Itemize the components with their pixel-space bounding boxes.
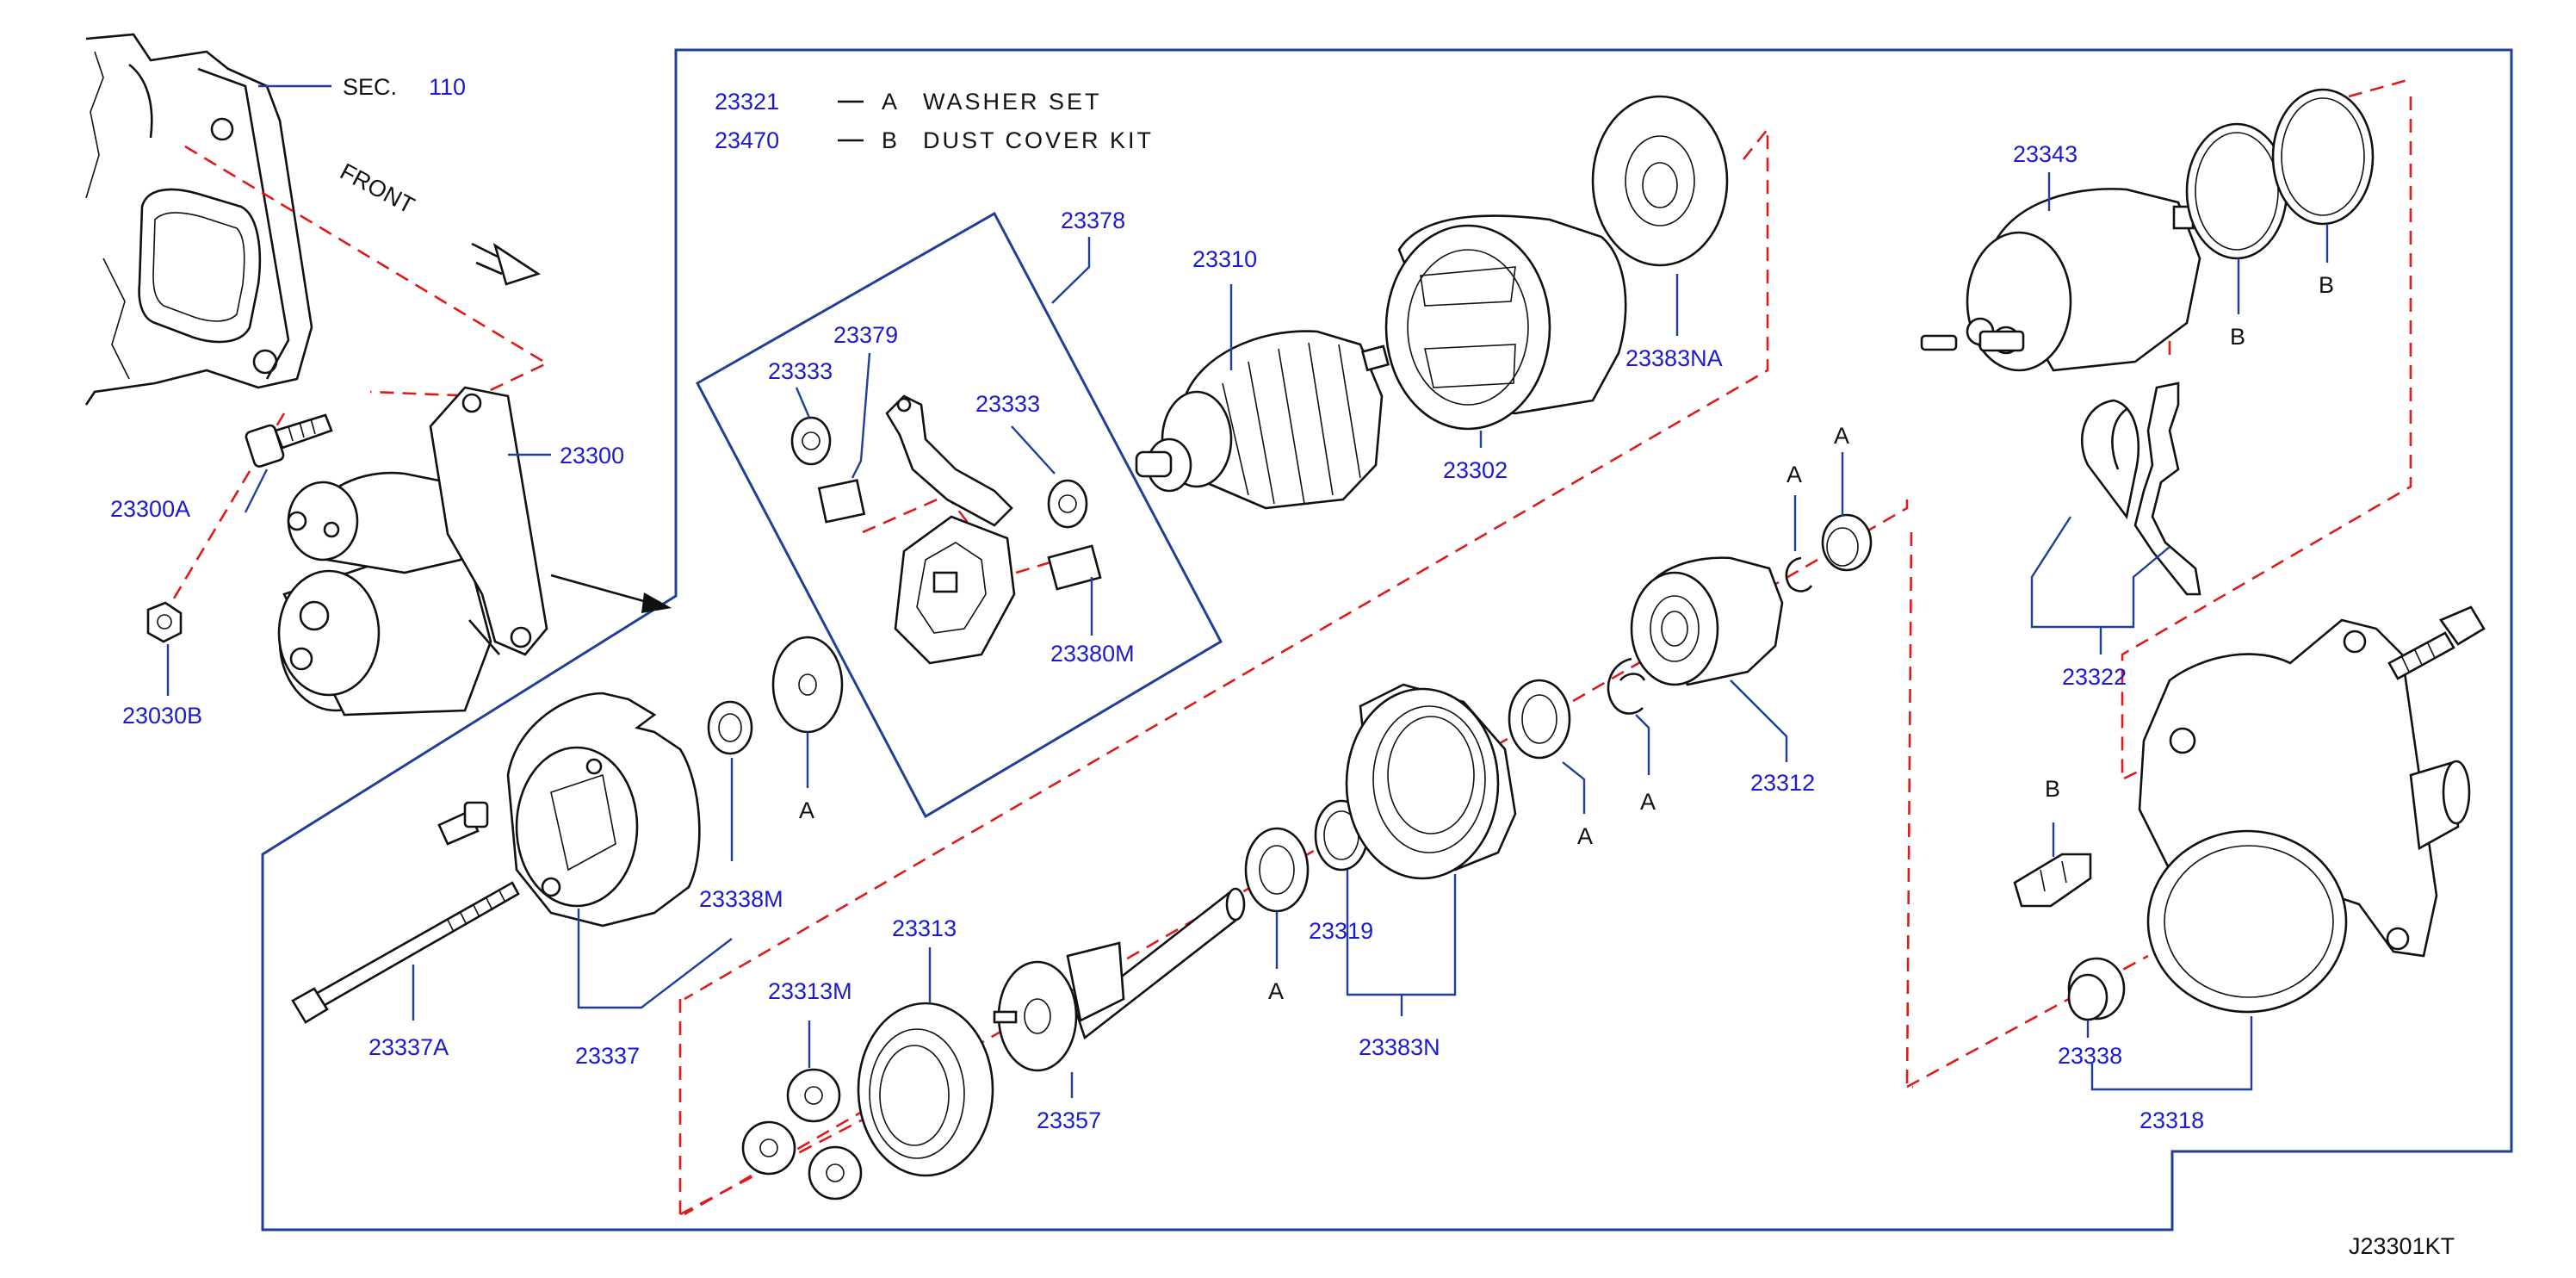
callout-23322: 23322 <box>2062 664 2127 690</box>
bolt-right-drawing <box>2387 605 2486 680</box>
callout-23313: 23313 <box>892 915 957 941</box>
callout-23337-leader <box>577 909 733 1009</box>
callout-23302: 23302 <box>1443 457 1508 483</box>
kit-b-letter: B <box>882 127 897 153</box>
brush-holder-drawing <box>790 394 1102 665</box>
gasket-23383na-drawing <box>1591 95 1729 267</box>
callout-23380m: 23380M <box>1050 641 1135 667</box>
callout-23318-leader <box>2090 1016 2253 1091</box>
diagram-code: J23301KT <box>2349 1233 2455 1259</box>
front-arrow-icon <box>471 242 541 286</box>
washer-drawing-3 <box>1508 679 1571 760</box>
callout-23030b: 23030B <box>122 703 202 729</box>
nut-23030b-drawing <box>146 601 183 643</box>
yoke-drawing <box>1384 214 1627 431</box>
planet-gears-drawing <box>741 1068 863 1200</box>
callout-23383n: 23383N <box>1359 1034 1440 1060</box>
washer-drawing-2 <box>1244 827 1310 913</box>
o-ring-outer <box>2271 88 2375 226</box>
kit-legend: 23321 A WASHER SET 23470 B DUST COVER KI… <box>715 89 1154 153</box>
callout-23383n-leader <box>1346 870 1457 1016</box>
solenoid-drawing <box>1920 188 2201 372</box>
marker-b-1: B <box>2230 324 2245 350</box>
bolt-23300a-drawing <box>245 413 333 468</box>
callout-23337a: 23337A <box>368 1034 449 1060</box>
stop-ring-drawing <box>1785 556 1813 592</box>
callout-23333a-leader <box>795 387 811 419</box>
a-leader-3 <box>1562 761 1586 814</box>
o-ring-inner <box>2185 122 2288 260</box>
callout-23379-leader <box>851 352 871 479</box>
marker-b-2: B <box>2319 272 2334 298</box>
callout-23300a-leader <box>244 468 269 513</box>
callout-23343: 23343 <box>2013 141 2078 167</box>
bushing-23338-drawing <box>2067 957 2126 1021</box>
dust-cover-drawing <box>2013 853 2092 908</box>
callout-23338m: 23338M <box>699 886 783 912</box>
callout-23379: 23379 <box>833 322 898 348</box>
collar-drawing <box>1821 513 1873 572</box>
diagram-frame <box>261 48 2513 1231</box>
callout-23383na: 23383NA <box>1625 345 1723 371</box>
callout-23312: 23312 <box>1750 770 1815 796</box>
screw-23337-drawing <box>437 801 489 846</box>
internal-gear-drawing <box>857 1002 994 1177</box>
through-bolt-drawing <box>291 881 520 1024</box>
kit-b-name: DUST COVER KIT <box>923 127 1154 153</box>
kit-a-part: 23321 <box>715 89 779 115</box>
gear-housing-drawing <box>2138 618 2471 1014</box>
marker-a-4: A <box>1640 789 1656 815</box>
brush-holder-box <box>695 211 1223 819</box>
callout-23337: 23337 <box>575 1043 640 1069</box>
callout-23322-leader <box>2030 516 2170 655</box>
callout-23338: 23338 <box>2058 1043 2122 1069</box>
callout-23357: 23357 <box>1037 1107 1101 1133</box>
engine-block-drawing <box>84 33 313 406</box>
bushing-23338m-drawing <box>707 700 753 755</box>
callout-23313m: 23313M <box>768 978 852 1004</box>
pinion-shaft-drawing <box>993 887 1246 1072</box>
direction-arrow-head <box>641 592 672 613</box>
callout-23312-leader <box>1730 679 1788 762</box>
snap-ring-drawing <box>1607 657 1646 715</box>
kit-b-part: 23470 <box>715 127 779 153</box>
kit-a-name: WASHER SET <box>923 89 1102 115</box>
shift-lever-drawing <box>2081 382 2201 596</box>
section-prefix: SEC. <box>343 74 397 100</box>
callout-23300a: 23300A <box>110 496 190 522</box>
direction-arrow <box>550 574 651 605</box>
front-label: FRONT <box>336 158 418 219</box>
washer-drawing-1 <box>771 636 844 734</box>
kit-a-letter: A <box>882 89 897 115</box>
rear-cover-drawing <box>506 692 701 927</box>
a-leader-4 <box>1635 714 1650 775</box>
pinion-gear-drawing <box>1630 556 1784 686</box>
marker-b-3: B <box>2045 776 2060 802</box>
callout-23333-right: 23333 <box>975 391 1040 417</box>
callout-23378-leader <box>1051 237 1091 304</box>
marker-a-3: A <box>1577 823 1593 849</box>
callout-23378: 23378 <box>1061 208 1125 233</box>
starter-assembly-drawing <box>277 386 548 717</box>
armature-drawing <box>1135 330 1390 510</box>
marker-a-5: A <box>1786 462 1802 487</box>
callout-23310: 23310 <box>1192 246 1257 272</box>
marker-a-2: A <box>1268 978 1284 1004</box>
center-housing-drawing <box>1345 683 1517 880</box>
marker-a-6: A <box>1834 423 1849 449</box>
callout-23300: 23300 <box>560 443 624 468</box>
callout-23318: 23318 <box>2139 1107 2204 1133</box>
section-number: 110 <box>429 74 466 100</box>
marker-a-1: A <box>799 797 814 823</box>
callout-23319: 23319 <box>1309 918 1373 944</box>
callout-23333b-leader <box>1011 425 1056 475</box>
callout-23333-left: 23333 <box>768 358 833 384</box>
